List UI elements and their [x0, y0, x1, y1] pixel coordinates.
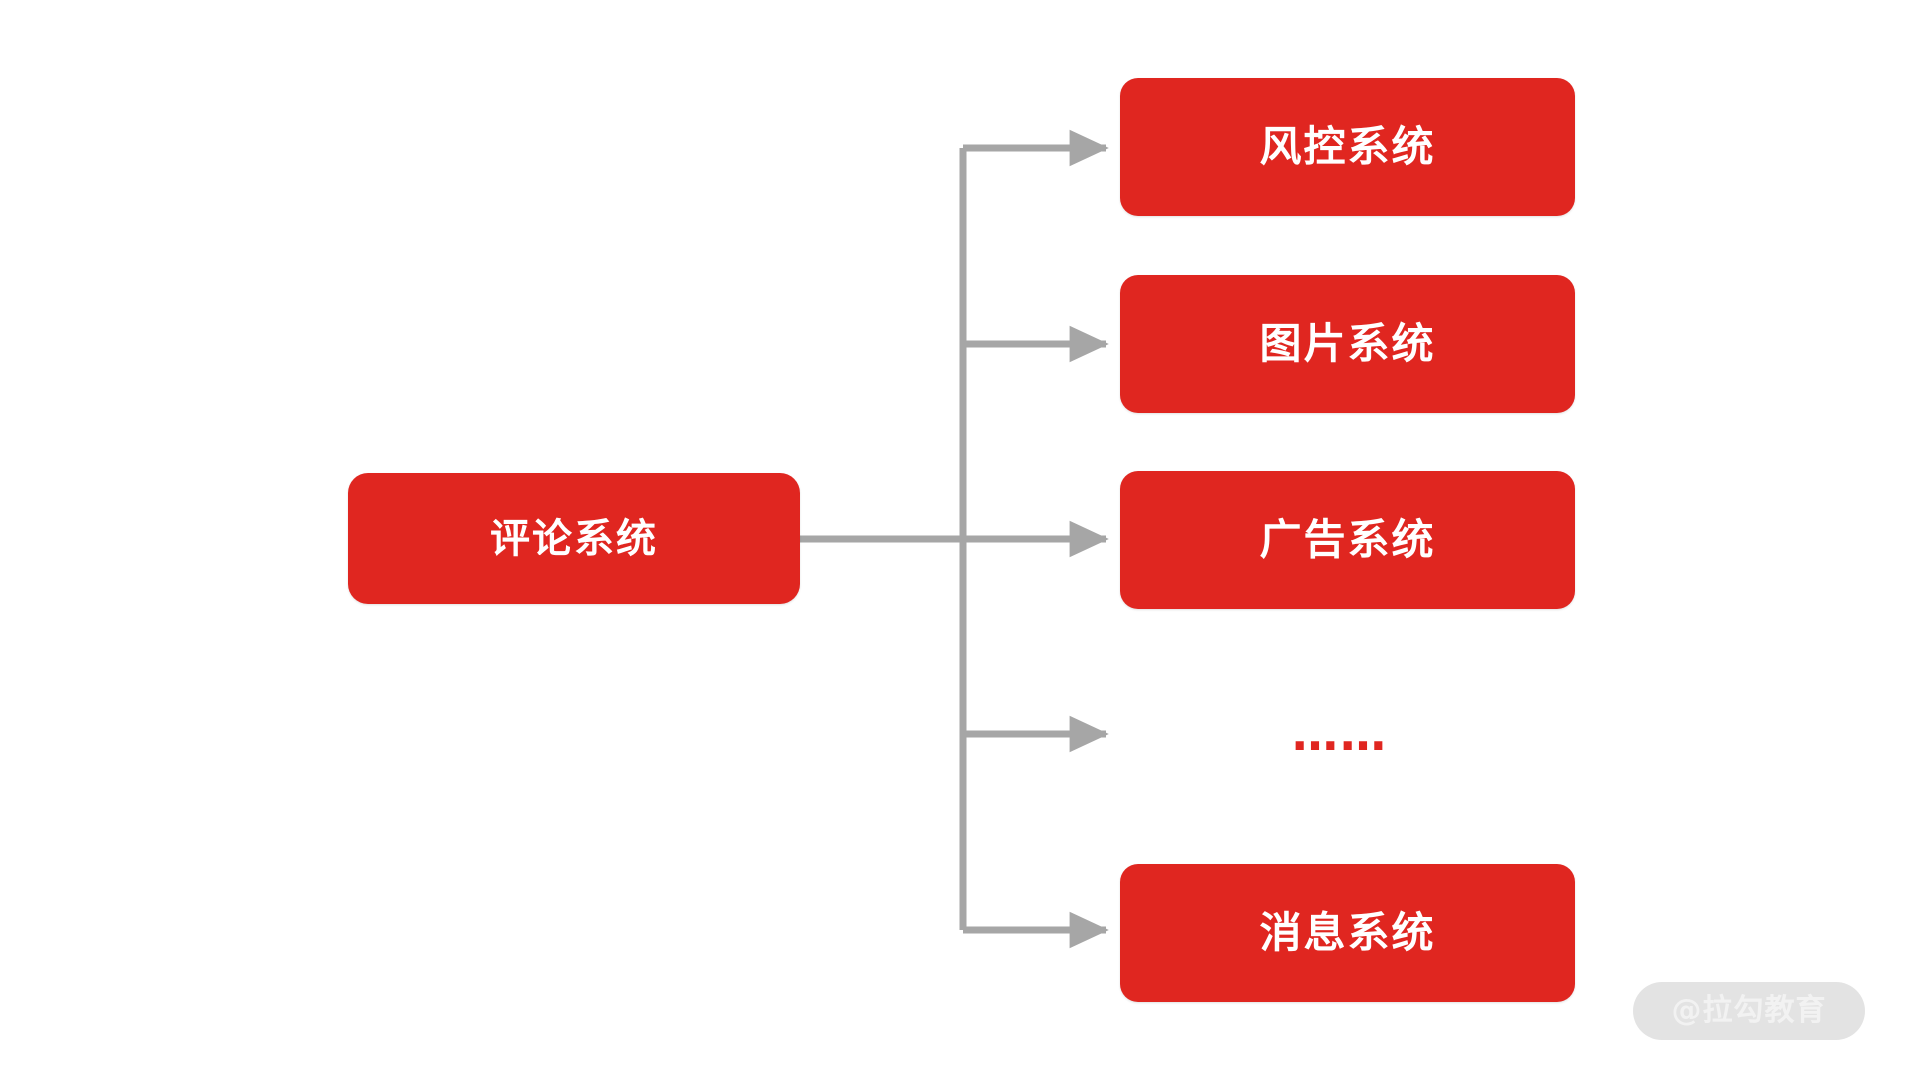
node-ellipsis-placeholder: ……: [1270, 706, 1410, 762]
node-advertising-system[interactable]: 广告系统: [1120, 471, 1575, 609]
node-root-label: 评论系统: [490, 515, 658, 562]
watermark-badge: @拉勾教育: [1633, 982, 1865, 1040]
node-image-system[interactable]: 图片系统: [1120, 275, 1575, 413]
node-image-system-label: 图片系统: [1259, 319, 1436, 368]
node-risk-control-system-label: 风控系统: [1259, 122, 1436, 171]
node-root-comment-system[interactable]: 评论系统: [348, 473, 800, 604]
node-message-system-label: 消息系统: [1259, 908, 1436, 957]
node-ellipsis-label: ……: [1292, 707, 1388, 761]
node-risk-control-system[interactable]: 风控系统: [1120, 78, 1575, 216]
watermark-label: @拉勾教育: [1671, 993, 1827, 1028]
node-advertising-system-label: 广告系统: [1259, 515, 1436, 564]
node-message-system[interactable]: 消息系统: [1120, 864, 1575, 1002]
